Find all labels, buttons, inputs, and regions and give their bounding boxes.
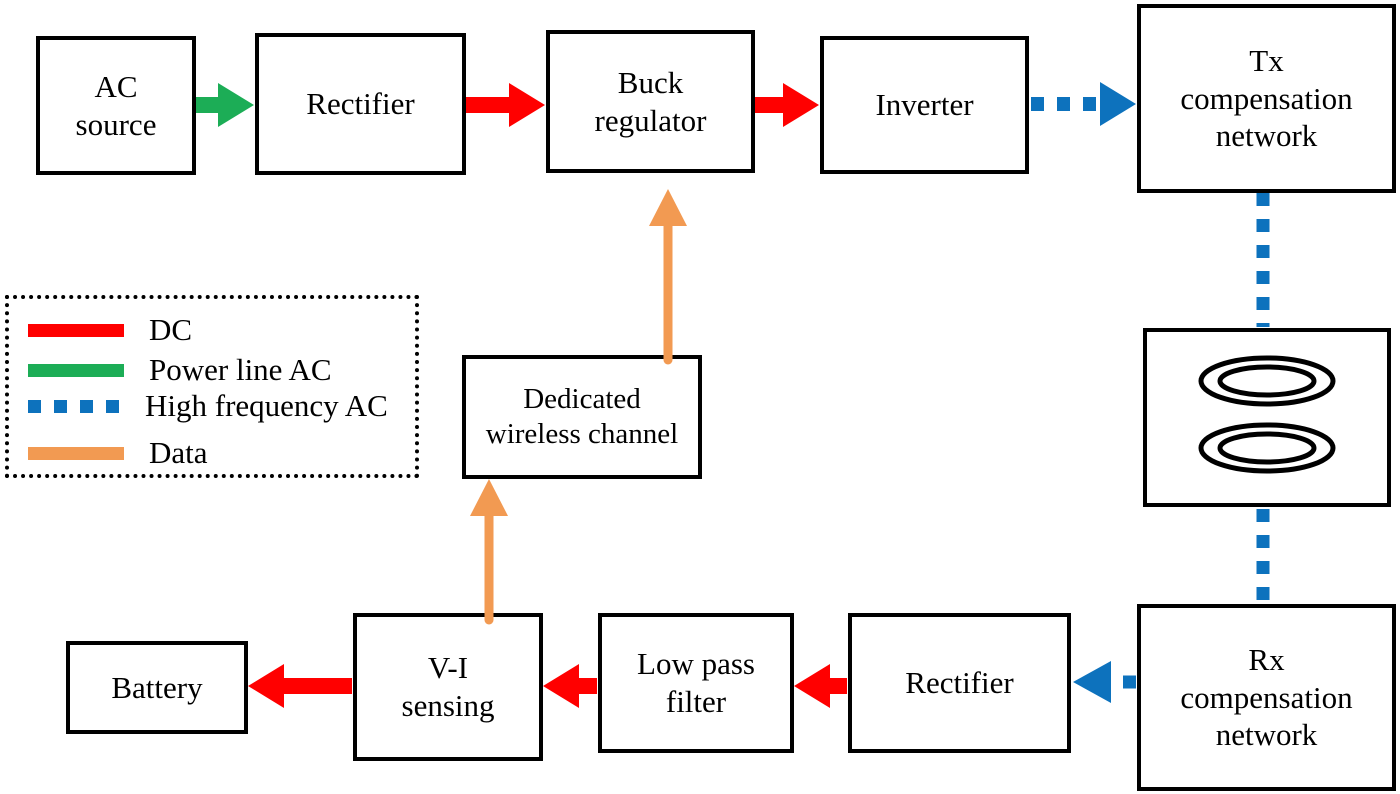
arrow-low-pass-filter-to-vi-sensing [543,664,597,708]
legend-label-power-line-ac: Power line AC [149,352,332,387]
block-rx-compensation-network: Rx compensation network [1137,604,1396,791]
data-line-swatch [28,446,124,460]
block-tx-compensation-network: Tx compensation network [1137,4,1396,193]
legend-item-dc: DC [28,311,192,349]
high-frequency-ac-swatch [28,399,120,413]
block-vi-sensing: V-I sensing [353,613,543,761]
block-rectifier-top: Rectifier [255,33,466,175]
arrow-inverter-to-tx-compensation [1031,82,1136,126]
arrow-rx-compensation-to-rectifier [1073,661,1136,703]
block-ac-source: AC source [36,36,196,175]
block-low-pass-filter: Low pass filter [598,613,794,753]
arrow-buck-regulator-to-inverter [755,83,819,127]
arrow-rectifier-to-low-pass-filter [794,664,847,708]
legend-item-power-line-ac: Power line AC [28,351,332,389]
legend-label-data: Data [149,435,208,470]
block-battery: Battery [66,641,248,734]
legend-item-data: Data [28,434,208,472]
block-inverter: Inverter [820,36,1029,174]
legend: DC Power line AC High frequency AC Data [5,295,419,478]
arrow-ac-source-to-rectifier [196,83,254,127]
legend-label-dc: DC [149,312,193,347]
legend-label-high-frequency-ac: High frequency AC [145,388,388,423]
power-line-ac-swatch [28,363,124,377]
arrow-vi-sensing-to-battery [248,664,352,708]
block-rectifier-bottom: Rectifier [848,613,1071,753]
arrow-rectifier-to-buck-regulator [466,83,545,127]
dc-line-swatch [28,323,124,337]
block-dedicated-wireless-channel: Dedicated wireless channel [462,355,702,479]
arrow-wireless-channel-to-buck-regulator [649,189,687,365]
legend-item-high-frequency-ac: High frequency AC [28,387,388,425]
block-buck-regulator: Buck regulator [546,30,755,173]
coupled-coils-icon [1198,355,1336,474]
arrow-vi-sensing-to-wireless-channel [470,479,508,625]
block-coupling-coils [1143,328,1391,507]
